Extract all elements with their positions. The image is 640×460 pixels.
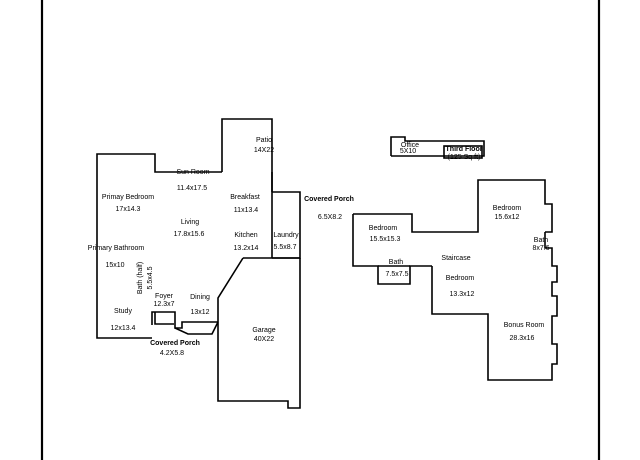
- room-label-bath-half: Bath (half): [137, 262, 144, 294]
- room-dims-dining: 13x12: [190, 309, 209, 316]
- room-dims-living: 17.8x15.6: [174, 231, 205, 238]
- room-dims-garage: 40X22: [254, 336, 274, 343]
- third-floor-walls: [390, 136, 485, 159]
- room-label-staircase: Staircase: [441, 255, 470, 262]
- main-floor-walls: [96, 118, 301, 409]
- room-dims-bedroom-right: 15.6x12: [495, 214, 520, 221]
- room-dims-bonus-room: 28.3x16: [510, 335, 535, 342]
- room-label-foyer: Foyer: [155, 293, 174, 300]
- third-floor-title: Third Floor: [446, 146, 483, 153]
- room-dims-primary-bathroom: 15x10: [105, 262, 124, 269]
- room-dims-sun-room: 11.4x17.5: [177, 185, 207, 192]
- room-dims-covered-porch-front: 4.2X5.8: [160, 350, 184, 357]
- room-label-covered-porch-front: Covered Porch: [150, 340, 200, 347]
- room-labels: Patio 14X22 Sun Room 11.4x17.5 Primay Be…: [88, 137, 550, 357]
- room-dims-patio: 14X22: [254, 147, 274, 154]
- room-label-primary-bedroom: Primay Bedroom: [102, 194, 154, 201]
- room-label-living: Living: [181, 219, 199, 226]
- third-floor-area-box: [443, 145, 483, 159]
- room-label-bedroom-middle: Bedroom: [446, 275, 475, 282]
- room-dims-bedroom-middle: 13.3x12: [450, 291, 475, 298]
- room-label-office: Office: [401, 142, 419, 149]
- room-label-bath-left: Bath: [389, 259, 404, 266]
- room-dims-laundry: 5.5x8.7: [274, 244, 297, 251]
- third-floor-area: (125 Sq ft): [448, 154, 481, 161]
- room-label-laundry: Laundry: [273, 232, 299, 239]
- upper-floor-walls: [352, 179, 558, 381]
- room-label-bedroom-right: Bedroom: [493, 205, 522, 212]
- room-dims-kitchen: 13.2x14: [234, 245, 259, 252]
- room-label-kitchen: Kitchen: [234, 232, 257, 239]
- room-dims-bath-left: 7.5x7.5: [386, 271, 409, 278]
- room-dims-bedroom-left: 15.5x15.3: [370, 236, 401, 243]
- room-dims-covered-porch-side: 6.5X8.2: [318, 214, 342, 221]
- room-dims-breakfast: 11x13.4: [234, 207, 258, 214]
- room-dims-bath-right: 8x7.6: [532, 245, 549, 252]
- room-dims-bath-half: 5.5x4.5: [147, 266, 154, 289]
- room-dims-study: 12x13.4: [111, 325, 136, 332]
- room-label-dining: Dining: [190, 294, 210, 301]
- room-label-bonus-room: Bonus Room: [504, 322, 545, 329]
- room-label-breakfast: Breakfast: [230, 194, 260, 201]
- room-label-bath-right: Bath: [534, 237, 549, 244]
- room-label-primary-bathroom: Primary Bathroom: [88, 245, 145, 252]
- room-label-garage: Garage: [252, 327, 275, 334]
- room-label-bedroom-left: Bedroom: [369, 225, 398, 232]
- room-label-covered-porch-side: Covered Porch: [304, 196, 354, 203]
- room-dims-primary-bedroom: 17x14.3: [116, 206, 141, 213]
- room-dims-office: 5X10: [400, 148, 416, 155]
- room-label-patio: Patio: [256, 137, 272, 144]
- room-label-study: Study: [114, 308, 132, 315]
- room-label-sun-room: Sun Room: [176, 169, 209, 176]
- room-dims-foyer: 12.3x7: [153, 301, 174, 308]
